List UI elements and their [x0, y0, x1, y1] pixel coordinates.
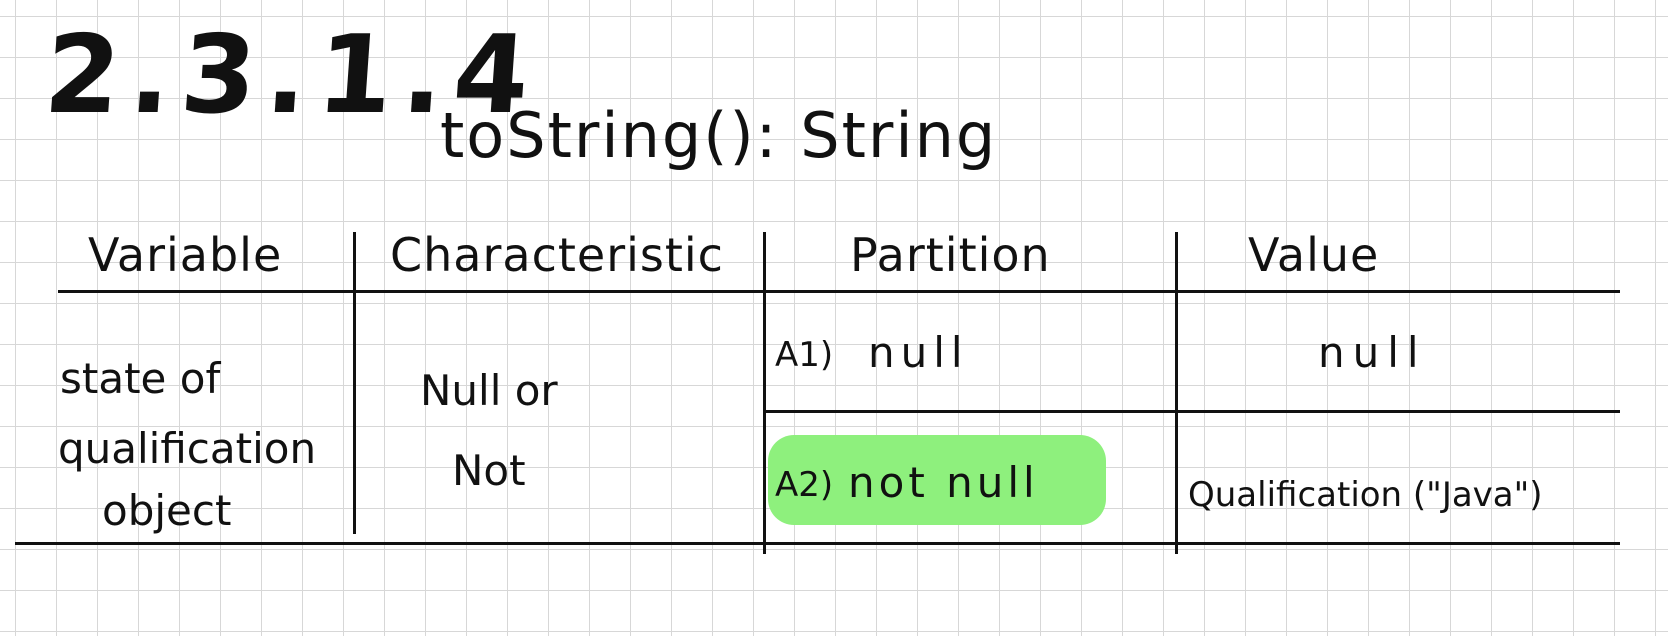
partition-a2-label: not null: [848, 458, 1039, 507]
variable-line-1: state of: [60, 354, 221, 403]
variable-line-2: qualification: [58, 424, 317, 473]
header-characteristic: Characteristic: [390, 228, 724, 282]
method-signature: toString(): String: [440, 99, 998, 172]
partition-highlight: [768, 435, 1106, 525]
bottom-rule: [15, 542, 1620, 545]
value-a1: null: [1318, 328, 1427, 377]
column-divider-1: [353, 232, 356, 534]
characteristic-line-1: Null or: [420, 366, 558, 415]
partition-a2-id: A2): [775, 465, 834, 505]
column-divider-2: [763, 232, 766, 554]
column-divider-3: [1175, 232, 1178, 554]
header-value: Value: [1248, 228, 1380, 282]
variable-line-3: object: [102, 486, 232, 535]
partition-a1-label: null: [868, 328, 969, 377]
characteristic-line-2: Not: [452, 446, 526, 495]
header-partition: Partition: [850, 228, 1051, 282]
row-divider: [765, 410, 1620, 413]
value-a2: Qualification ("Java"): [1188, 475, 1543, 515]
partition-a1-id: A1): [775, 335, 834, 375]
header-variable: Variable: [88, 228, 283, 282]
header-rule: [58, 290, 1620, 293]
